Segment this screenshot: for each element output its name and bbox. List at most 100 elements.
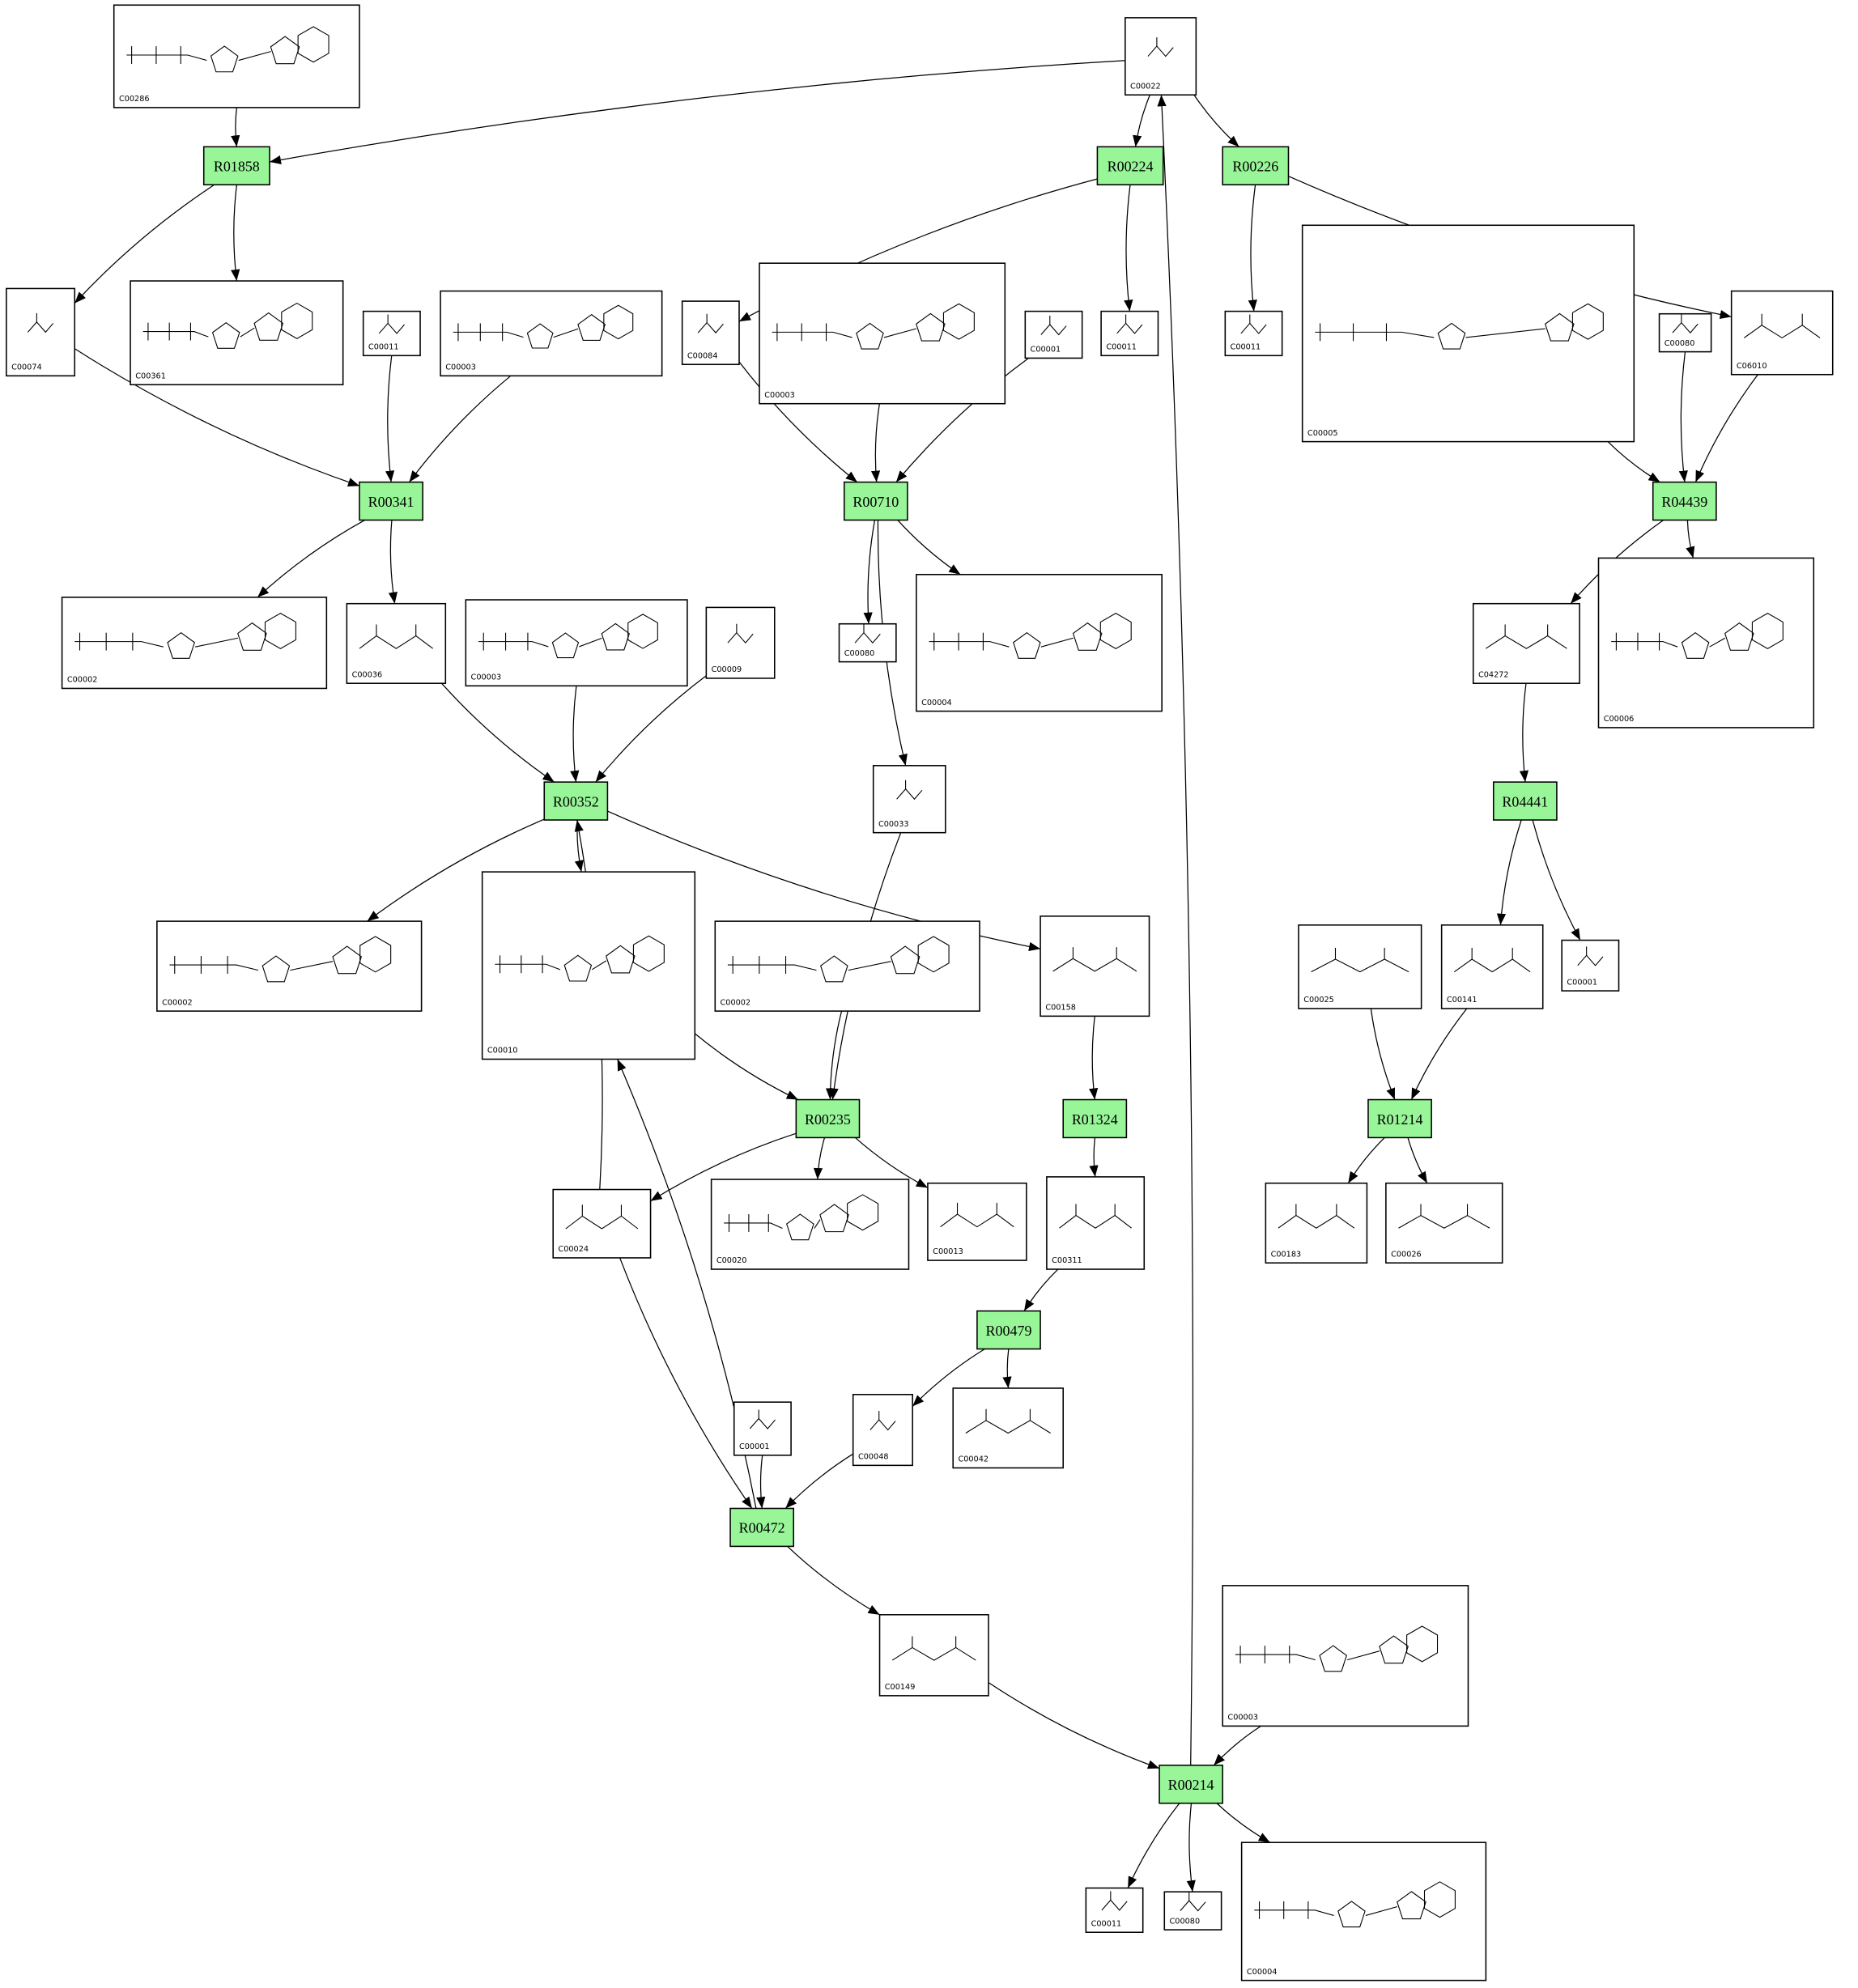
compound-label: C06010 <box>1737 362 1767 371</box>
compound-box <box>1224 310 1283 357</box>
edge-R00479-to-C00042 <box>1002 1349 1012 1389</box>
compound-node-C00141[interactable]: C00141 <box>1440 924 1544 1009</box>
compound-node-C06010[interactable]: C06010 <box>1730 290 1834 376</box>
structure-drawing <box>1116 314 1143 334</box>
compound-node-C00024[interactable]: C00024 <box>552 1188 652 1259</box>
compound-node-C00074[interactable]: C00074 <box>6 287 76 377</box>
compound-node-C00011[interactable]: C00011 <box>1100 310 1159 357</box>
reaction-node-R01324[interactable]: R01324 <box>1062 1098 1128 1139</box>
reaction-box <box>1222 146 1290 186</box>
reaction-node-R00710[interactable]: R00710 <box>843 481 908 521</box>
compound-node-C00006[interactable]: C00006 <box>1597 557 1815 729</box>
compound-box <box>1024 310 1083 359</box>
compound-node-C00033[interactable]: C00033 <box>872 765 946 834</box>
compound-box <box>759 262 1006 405</box>
edge-C04272-to-R04441 <box>1519 683 1529 783</box>
compound-node-C00036[interactable]: C00036 <box>346 602 447 684</box>
edge-C00074-to-R00341 <box>74 348 360 487</box>
compound-node-C00183[interactable]: C00183 <box>1265 1182 1368 1264</box>
structure-drawing <box>727 623 754 644</box>
compound-node-C00020[interactable]: C00020 <box>710 1179 910 1270</box>
compound-node-C00013[interactable]: C00013 <box>927 1182 1027 1261</box>
compound-node-C00009[interactable]: C00009 <box>705 606 776 679</box>
edge-C00009-to-R00352 <box>595 675 707 783</box>
compound-label: C00149 <box>885 1683 916 1692</box>
compound-node-C00002[interactable]: C00002 <box>61 597 328 690</box>
compound-label: C00080 <box>1170 1917 1201 1926</box>
edge-C00003b-to-R00710 <box>870 403 881 482</box>
compound-node-C00149[interactable]: C00149 <box>878 1614 989 1697</box>
reaction-node-R01214[interactable]: R01214 <box>1367 1098 1432 1139</box>
compound-node-C00080[interactable]: C00080 <box>1658 312 1712 353</box>
structure-drawing <box>697 313 724 333</box>
compound-box <box>130 280 344 386</box>
compound-label: C00001 <box>739 1442 770 1451</box>
compound-node-C00001[interactable]: C00001 <box>733 1401 792 1456</box>
compound-node-C00002[interactable]: C00002 <box>714 920 980 1012</box>
reaction-node-R01858[interactable]: R01858 <box>202 146 270 186</box>
structure-drawing <box>854 623 881 644</box>
compound-node-C00003[interactable]: C00003 <box>465 599 688 687</box>
compound-node-C00001[interactable]: C00001 <box>1561 939 1620 992</box>
compound-node-C00003[interactable]: C00003 <box>1222 1585 1469 1727</box>
reaction-node-R00472[interactable]: R00472 <box>729 1507 795 1548</box>
structure-drawing <box>724 1194 879 1241</box>
edge-R00235-to-C00020 <box>813 1137 826 1180</box>
reaction-label: R04441 <box>1502 793 1548 809</box>
compound-box <box>440 290 663 377</box>
compound-node-C00026[interactable]: C00026 <box>1385 1182 1503 1264</box>
reaction-node-R00479[interactable]: R00479 <box>976 1310 1041 1350</box>
compound-node-C00010[interactable]: C00010 <box>481 871 696 1060</box>
reaction-node-R04439[interactable]: R04439 <box>1652 481 1717 521</box>
reaction-node-R00214[interactable]: R00214 <box>1159 1765 1223 1804</box>
reaction-node-R04441[interactable]: R04441 <box>1492 781 1558 821</box>
compound-node-C00011[interactable]: C00011 <box>1224 310 1283 357</box>
compound-node-C00001[interactable]: C00001 <box>1024 310 1083 359</box>
structure-drawing <box>359 624 433 649</box>
edge-R00214-to-C00022 <box>1157 95 1194 1765</box>
compound-node-C00002[interactable]: C00002 <box>156 920 423 1012</box>
compound-node-C00286[interactable]: C00286 <box>113 4 360 108</box>
compound-node-C00022[interactable]: C00022 <box>1125 17 1197 96</box>
reaction-node-R00235[interactable]: R00235 <box>795 1098 861 1139</box>
compound-node-C00084[interactable]: C00084 <box>681 300 740 366</box>
edge-C00036-to-R00352 <box>441 682 555 783</box>
reaction-label: R00226 <box>1232 159 1278 175</box>
compound-node-C00311[interactable]: C00311 <box>1046 1176 1146 1270</box>
structure-drawing <box>142 302 313 349</box>
compound-node-C00080[interactable]: C00080 <box>1163 1891 1222 1931</box>
structure-drawing <box>1147 37 1174 57</box>
structure-drawing <box>126 26 330 73</box>
compound-node-C00025[interactable]: C00025 <box>1298 924 1422 1009</box>
compound-node-C04272[interactable]: C04272 <box>1472 602 1580 684</box>
compound-node-C00042[interactable]: C00042 <box>952 1387 1064 1469</box>
compound-node-C00011[interactable]: C00011 <box>1085 1887 1144 1933</box>
reaction-label: R01214 <box>1377 1111 1423 1128</box>
compound-node-C00003[interactable]: C00003 <box>759 262 1006 405</box>
edge-R01858-to-C00361 <box>231 185 240 282</box>
edge-R00352-to-C00010 <box>574 820 584 873</box>
edge-C00022-to-R00226 <box>1193 94 1239 147</box>
compound-node-C00011[interactable]: C00011 <box>362 310 421 357</box>
compound-node-C00080[interactable]: C00080 <box>838 622 897 663</box>
compound-box <box>878 1614 989 1697</box>
reaction-node-R00352[interactable]: R00352 <box>543 781 609 821</box>
edge-C00005-to-R04439 <box>1607 441 1660 483</box>
reaction-box <box>543 781 609 821</box>
compound-node-C00004[interactable]: C00004 <box>916 573 1163 712</box>
reaction-node-R00341[interactable]: R00341 <box>359 481 423 521</box>
compound-label: C00361 <box>135 372 166 380</box>
edge-C06010-to-R04439 <box>1694 374 1758 482</box>
compound-node-C00158[interactable]: C00158 <box>1040 915 1150 1017</box>
reaction-node-R00224[interactable]: R00224 <box>1096 146 1164 186</box>
compound-node-C00004[interactable]: C00004 <box>1240 1841 1487 1982</box>
compound-node-C00005[interactable]: C00005 <box>1301 224 1635 443</box>
reaction-label: R00352 <box>553 793 599 809</box>
reaction-label: R01858 <box>214 159 260 175</box>
compound-node-C00003[interactable]: C00003 <box>440 290 663 377</box>
compound-node-C00048[interactable]: C00048 <box>852 1394 913 1467</box>
reaction-node-R00226[interactable]: R00226 <box>1222 146 1290 186</box>
structure-drawing <box>1059 1204 1132 1229</box>
compound-label: C00080 <box>844 649 875 658</box>
compound-node-C00361[interactable]: C00361 <box>130 280 344 386</box>
